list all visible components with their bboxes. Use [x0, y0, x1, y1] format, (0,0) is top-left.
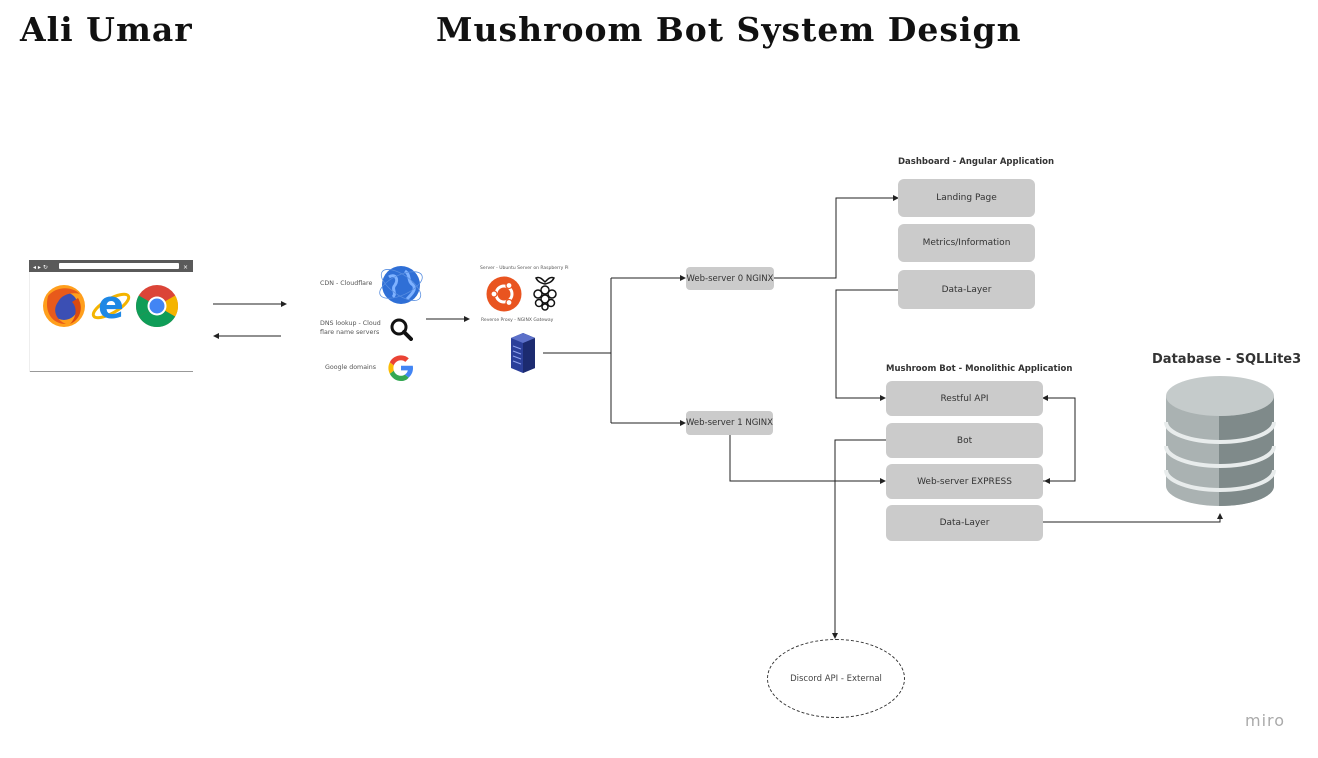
restful-api-label: Restful API	[940, 393, 989, 404]
webserver-0-box: Web-server 0 NGINX	[686, 267, 774, 290]
globe-icon	[379, 266, 423, 304]
webserver-1-label: Web-server 1 NGINX	[686, 418, 773, 428]
webserver-1-box: Web-server 1 NGINX	[686, 411, 773, 435]
database-icon	[1164, 376, 1276, 507]
landing-page-label: Landing Page	[936, 193, 997, 203]
dashboard-data-layer-box: Data-Layer	[898, 270, 1035, 309]
miro-watermark: miro	[1245, 711, 1286, 730]
dashboard-data-layer-label: Data-Layer	[941, 284, 992, 295]
bot-data-layer-label: Data-Layer	[939, 518, 990, 528]
raspberry-pi-icon	[533, 276, 557, 311]
arrow-ws1-to-express	[729, 435, 886, 484]
bot-box: Bot	[886, 423, 1043, 458]
arrow-express-to-api	[1042, 395, 1076, 482]
discord-api-label: Discord API - External	[790, 673, 882, 684]
bot-data-layer-box: Data-Layer	[886, 505, 1043, 541]
firefox-icon	[43, 285, 85, 327]
bot-app-title: Mushroom Bot - Monolithic Application	[886, 364, 1073, 374]
arrow-dashboard-to-api	[835, 289, 898, 401]
dns-lookup-label: DNS lookup - Cloud flare name servers	[320, 320, 381, 336]
express-label: Web-server EXPRESS	[917, 476, 1012, 487]
svg-text:◂ ▸ ↻: ◂ ▸ ↻	[33, 264, 48, 271]
server-label: Server - Ubuntu Server on Raspberry Pi	[480, 266, 569, 271]
google-icon	[388, 355, 413, 381]
landing-page-box: Landing Page	[898, 179, 1035, 217]
metrics-label: Metrics/Information	[922, 238, 1011, 248]
search-icon	[390, 318, 413, 341]
internet-explorer-icon: e	[91, 284, 131, 327]
cdn-label: CDN - Cloudflare	[320, 280, 373, 287]
ubuntu-icon	[486, 276, 522, 312]
browser-window: ◂ ▸ ↻ × e	[29, 260, 193, 372]
google-domains-label: Google domains	[325, 364, 377, 371]
discord-api-node: Discord API - External	[767, 639, 905, 718]
metrics-box: Metrics/Information	[898, 224, 1035, 262]
browser-window-frame: ◂ ▸ ↻ ×	[29, 260, 193, 372]
author-name: Ali Umar	[20, 10, 193, 49]
express-box: Web-server EXPRESS	[886, 464, 1043, 499]
chrome-icon	[135, 285, 179, 328]
bot-label: Bot	[956, 435, 973, 446]
svg-text:e: e	[98, 284, 124, 327]
dashboard-title: Dashboard - Angular Application	[898, 157, 1055, 167]
arrow-ws0-to-landing	[774, 195, 899, 279]
webserver-0-label: Web-server 0 NGINX	[686, 273, 774, 284]
arrow-bot-to-discord	[832, 439, 886, 639]
diagram-title: Mushroom Bot System Design	[436, 10, 1022, 49]
restful-api-box: Restful API	[886, 381, 1043, 416]
reverse-proxy-label: Reverse Proxy - NGINX Gateway	[481, 318, 554, 323]
arrow-datalayer-to-db	[1043, 513, 1223, 523]
server-rack-icon	[511, 333, 535, 373]
database-label: Database - SQLLite3	[1152, 352, 1302, 367]
svg-text:×: ×	[183, 264, 188, 271]
